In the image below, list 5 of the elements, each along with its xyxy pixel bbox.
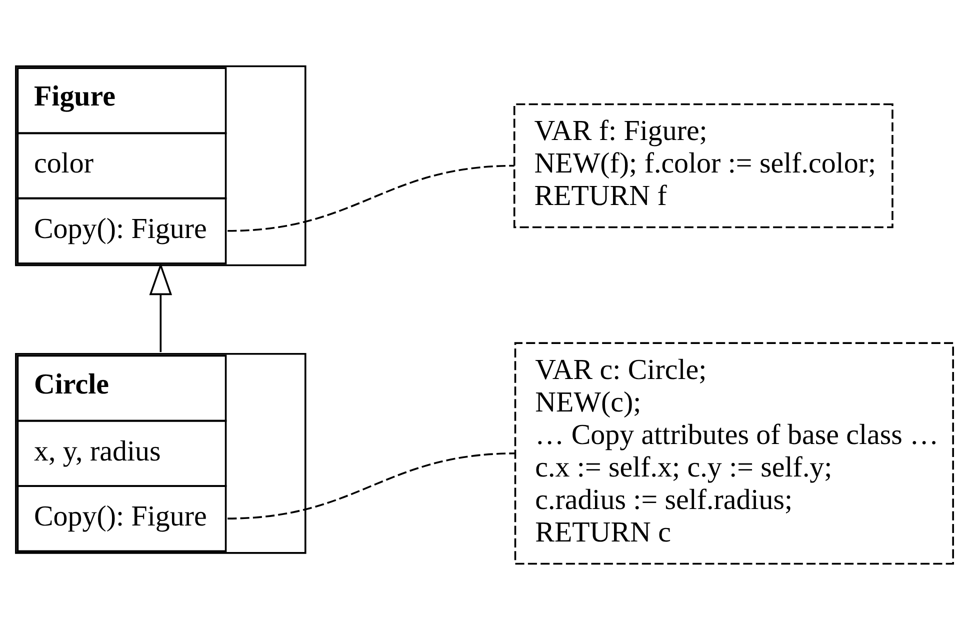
arrow <box>149 262 172 352</box>
connector <box>228 452 516 520</box>
connector <box>228 164 514 232</box>
node-box: VAR c: Circle; NEW(c); … Copy attributes of base class … c.x := self.x; c.y := self.y; c.radius := self.radius; RETURN c <box>514 342 954 565</box>
node-box: VAR f: Figure; NEW(f); f.color := self.color; RETURN f <box>513 103 894 228</box>
